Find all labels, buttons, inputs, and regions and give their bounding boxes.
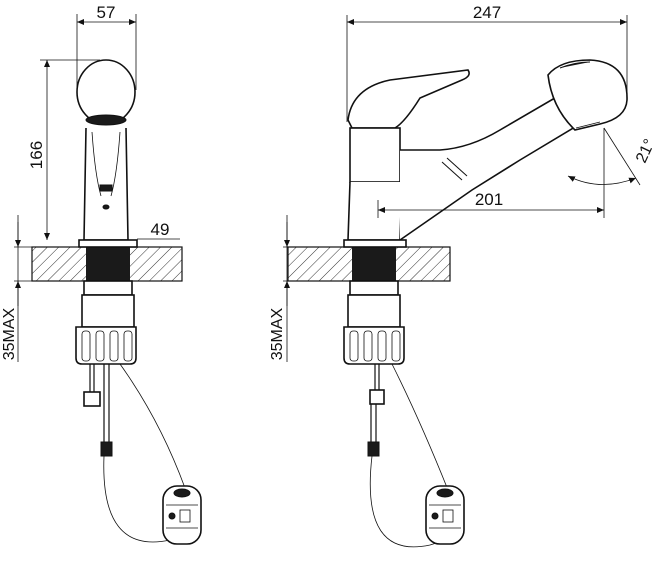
dimension-countertop-right: 35MAX bbox=[269, 215, 300, 362]
hose-weight-right bbox=[425, 485, 465, 545]
countertop-right-label: 35MAX bbox=[269, 307, 286, 360]
dimension-base-width: 49 bbox=[137, 220, 180, 240]
front-height-label: 166 bbox=[27, 141, 46, 169]
front-faucet-body bbox=[75, 59, 202, 545]
hose-weight-left bbox=[162, 485, 202, 545]
dimension-front-height: 166 bbox=[27, 59, 100, 240]
dimension-countertop-left: 35MAX bbox=[1, 215, 32, 362]
front-width-label: 57 bbox=[97, 3, 116, 22]
countertop-left bbox=[31, 246, 183, 282]
front-view: 57 166 49 35MAX bbox=[1, 3, 202, 545]
side-length-label: 247 bbox=[473, 3, 501, 22]
spout-reach-label: 201 bbox=[475, 190, 503, 209]
spout-angle-label: 21° bbox=[633, 137, 659, 166]
side-faucet-body bbox=[343, 59, 628, 548]
countertop-right bbox=[287, 246, 451, 282]
dimension-spout-reach: 201 bbox=[377, 128, 605, 218]
dimension-side-length: 247 bbox=[346, 3, 628, 122]
side-view: 247 201 21° 35MAX bbox=[269, 3, 659, 548]
dimension-spout-angle: 21° bbox=[567, 127, 659, 186]
base-width-label: 49 bbox=[151, 220, 170, 239]
countertop-left-label: 35MAX bbox=[1, 307, 18, 360]
dimension-front-width: 57 bbox=[76, 3, 137, 90]
